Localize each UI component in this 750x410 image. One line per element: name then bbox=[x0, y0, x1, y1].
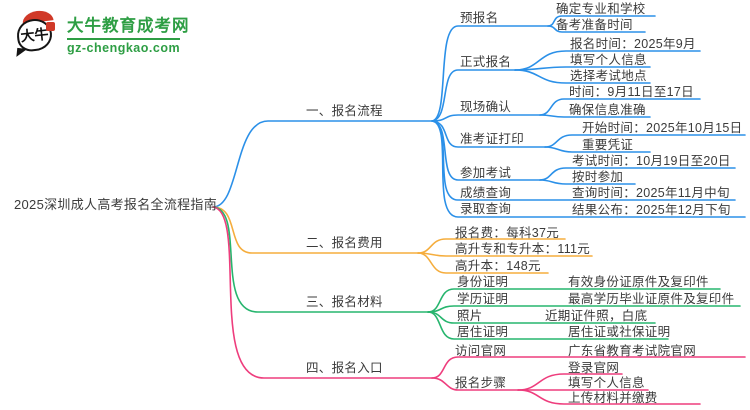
brand-name: 大牛教育成考网 bbox=[67, 16, 190, 35]
leaf-exam-time: 考试时间：10月19日至20日 bbox=[572, 154, 731, 168]
leaf-photo-detail: 近期证件照，白底 bbox=[545, 309, 648, 323]
branch-registration-fees: 二、报名费用 bbox=[306, 236, 383, 250]
connector-line bbox=[212, 120, 433, 208]
connector-line bbox=[431, 356, 746, 379]
node-take-exam: 参加考试 bbox=[460, 166, 512, 180]
leaf-fill-info-step: 填写个人信息 bbox=[568, 376, 645, 390]
leaf-important-credential: 重要凭证 bbox=[582, 138, 634, 152]
leaf-login-site: 登录官网 bbox=[568, 361, 620, 375]
connector-line bbox=[212, 206, 429, 313]
connector-line bbox=[212, 206, 433, 379]
leaf-fee-gaoshengzhuan: 高升专和专升本：111元 bbox=[455, 242, 591, 256]
root-node: 2025深圳成人高考报名全流程指南 bbox=[14, 197, 218, 212]
connector-line bbox=[514, 69, 651, 84]
connector-line bbox=[517, 389, 701, 405]
leaf-print-start-time: 开始时间：2025年10月15日 bbox=[582, 121, 743, 135]
node-photo: 照片 bbox=[457, 309, 483, 323]
branch-registration-process: 一、报名流程 bbox=[306, 104, 383, 118]
site-logo: 大牛 大牛教育成考网 gz-chengkao.com bbox=[14, 9, 190, 56]
connector-line bbox=[431, 69, 516, 122]
node-pre-registration: 预报名 bbox=[460, 11, 499, 25]
brand-domain: gz-chengkao.com bbox=[67, 37, 181, 55]
leaf-education-proof-detail: 最高学历毕业证原件及复印件 bbox=[568, 292, 735, 306]
connector-line bbox=[539, 167, 736, 181]
leaf-upload-and-pay: 上传材料并缴费 bbox=[568, 391, 658, 405]
node-admission-inquiry: 录取查询 bbox=[460, 202, 512, 216]
logo-icon-text: 大牛 bbox=[19, 26, 50, 46]
leaf-official-site-name: 广东省教育考试院官网 bbox=[568, 344, 697, 358]
leaf-attend-on-time: 按时参加 bbox=[572, 170, 624, 184]
connector-line bbox=[547, 25, 646, 33]
leaf-score-query-time: 查询时间：2025年11月中旬 bbox=[572, 186, 730, 200]
logo-seal-stamp bbox=[46, 22, 55, 31]
leaf-registration-time: 报名时间：2025年9月 bbox=[570, 37, 696, 51]
connector-line bbox=[431, 120, 746, 218]
node-ticket-printing: 准考证打印 bbox=[460, 132, 525, 146]
node-visit-official-site: 访问官网 bbox=[455, 344, 507, 358]
logo-text: 大牛教育成考网 gz-chengkao.com bbox=[67, 12, 190, 55]
connector-line bbox=[212, 206, 419, 254]
connector-line bbox=[431, 114, 541, 122]
leaf-result-announce-time: 结果公布：2025年12月下旬 bbox=[572, 203, 731, 217]
node-education-proof: 学历证明 bbox=[457, 292, 509, 306]
logo-bull-icon: 大牛 bbox=[14, 9, 58, 56]
leaf-confirmation-time: 时间：9月11日至17日 bbox=[569, 85, 694, 99]
leaf-choose-exam-site: 选择考试地点 bbox=[570, 69, 647, 83]
branch-registration-materials: 三、报名材料 bbox=[306, 295, 383, 309]
leaf-fee-per-subject: 报名费：每科37元 bbox=[455, 226, 560, 240]
connector-line bbox=[539, 179, 636, 185]
leaf-residence-proof-detail: 居住证或社保证明 bbox=[568, 325, 671, 339]
node-registration-steps: 报名步骤 bbox=[455, 376, 507, 390]
connector-line bbox=[427, 311, 669, 340]
node-formal-registration: 正式报名 bbox=[460, 55, 512, 69]
node-residence-proof: 居住证明 bbox=[457, 325, 509, 339]
connector-line bbox=[417, 252, 549, 274]
leaf-fill-personal-info: 填写个人信息 bbox=[570, 53, 647, 67]
connector-line bbox=[431, 25, 549, 122]
branch-registration-entrance: 四、报名入口 bbox=[306, 361, 383, 375]
leaf-id-proof-detail: 有效身份证原件及复印件 bbox=[568, 275, 709, 289]
leaf-prep-time: 备考准备时间 bbox=[556, 18, 633, 32]
node-score-inquiry: 成绩查询 bbox=[460, 186, 512, 200]
node-onsite-confirmation: 现场确认 bbox=[460, 100, 512, 114]
leaf-fee-gaoshengben: 高升本：148元 bbox=[455, 259, 541, 273]
node-id-proof: 身份证明 bbox=[457, 275, 509, 289]
connector-line bbox=[431, 377, 519, 391]
connector-line bbox=[544, 134, 746, 148]
leaf-ensure-info-accurate: 确保信息准确 bbox=[569, 103, 646, 117]
connector-line bbox=[544, 146, 651, 153]
leaf-choose-major-school: 确定专业和学校 bbox=[556, 2, 646, 16]
connector-line bbox=[539, 114, 651, 118]
